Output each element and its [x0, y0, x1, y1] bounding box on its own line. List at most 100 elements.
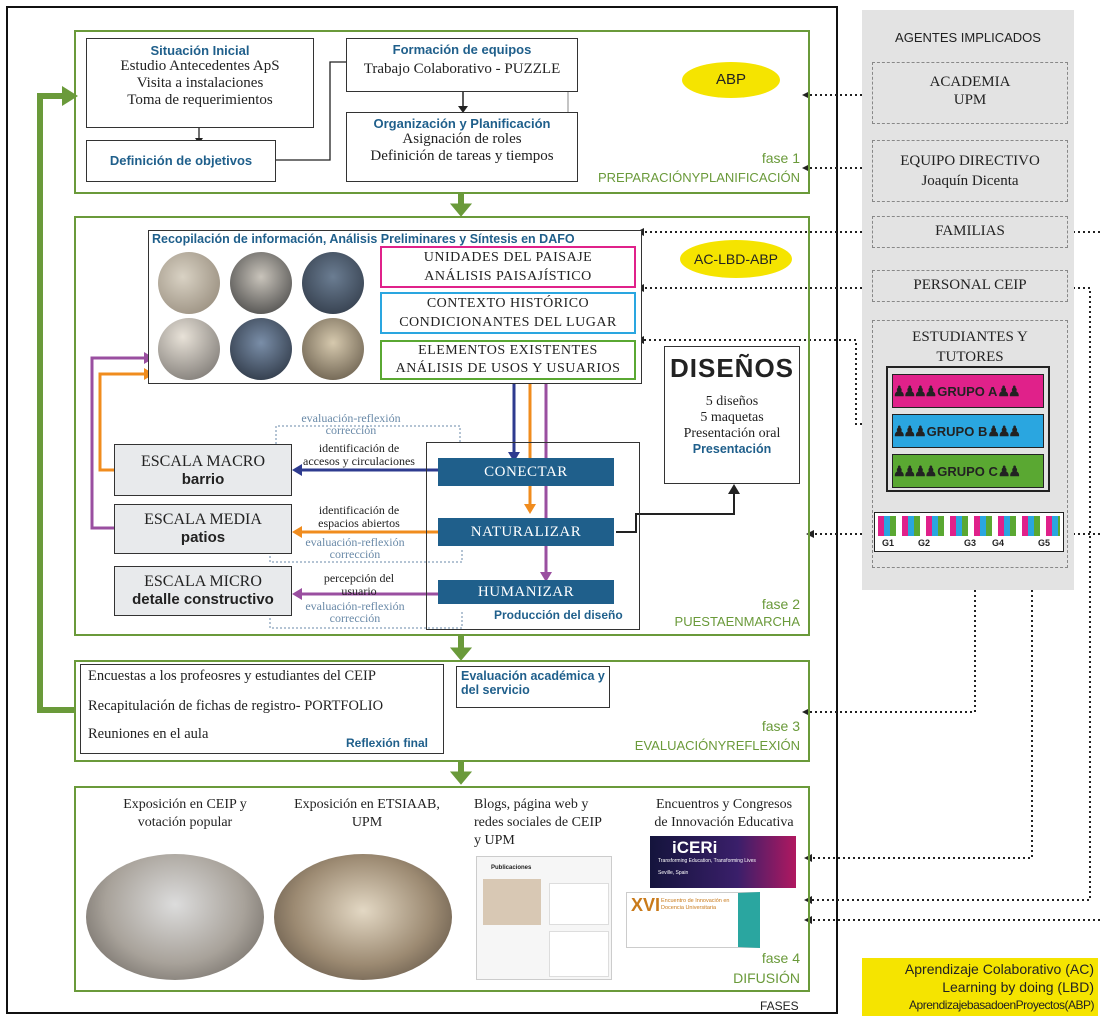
phase2-frame [74, 216, 810, 636]
col1-line-1: Exposición en CEIP y [123, 797, 247, 812]
media-line-2: patios [180, 529, 226, 546]
ident-micro-1: percepción del [323, 571, 395, 585]
recopilacion-title: Recopilación de información, Análisis Pr… [152, 232, 575, 246]
escala-macro-box: ESCALA MACRO barrio [114, 444, 292, 496]
blue-line-2: CONDICIONANTES DEL LUGAR [399, 315, 617, 330]
abp-badge: ABP [682, 62, 780, 98]
situacion-title: Situación Inicial [150, 43, 250, 58]
outer-frame [6, 6, 838, 1014]
presentacion-label: Presentación [692, 442, 772, 456]
phase3-line-1: Encuestas a los profeosres y estudiantes… [88, 668, 376, 684]
publicaciones-label: Publicaciones [491, 865, 532, 871]
legend-ac: Aprendizaje Colaborativo (AC) [904, 961, 1094, 977]
estudiantes-line-2: TUTORES [936, 349, 1004, 365]
pink-line-1: UNIDADES DEL PAISAJE [423, 250, 593, 265]
grupo-b-label: GRUPO B [926, 423, 988, 439]
ident-macro-1: identificación de [318, 441, 400, 455]
legend-abp: AprendizajebasadoenProyectos(ABP) [909, 998, 1094, 1012]
eval-media-1: evaluación-reflexión [305, 535, 405, 549]
evaluacion-line-2: del servicio [461, 683, 530, 697]
phase4-name: DIFUSIÓN [733, 970, 800, 986]
ident-media-2: espacios abiertos [318, 516, 400, 530]
photo-exposicion-ceip [86, 854, 264, 980]
col4-line-2: de Innovación Educativa [654, 815, 794, 830]
xvi-sub-1: Encuentro de Innovación en [661, 898, 730, 904]
g-label-1: G1 [882, 538, 895, 548]
organizacion-line-2: Definición de tareas y tiempos [370, 148, 554, 164]
eval-media: evaluación-reflexión corrección [280, 536, 430, 560]
photo-workshop-4 [158, 318, 220, 380]
phase4-col2: Exposición en ETSIAAB, UPM [282, 796, 452, 832]
photo-workshop-2 [230, 252, 292, 314]
blog-image-1 [483, 879, 541, 925]
escala-media-box: ESCALA MEDIA patios [114, 504, 292, 554]
formacion-title: Formación de equipos [392, 42, 532, 57]
legend-lbd: Learning by doing (LBD) [942, 979, 1094, 995]
g-label-4: G4 [992, 538, 1005, 548]
agent-directivo: EQUIPO DIRECTIVO Joaquín Dicenta [872, 140, 1068, 202]
col4-line-1: Encuentros y Congresos [655, 797, 793, 812]
eval-macro-1: evaluación-reflexión [301, 411, 401, 425]
grupo-a-icons: ♟♟♟♟ [893, 382, 937, 399]
micro-line-1: ESCALA MICRO [144, 573, 262, 590]
grupo-a-bar: ♟♟♟♟ GRUPO A ♟♟ [892, 374, 1044, 408]
photo-workshop-1 [158, 252, 220, 314]
formacion-text: Trabajo Colaborativo - PUZZLE [363, 61, 561, 77]
macro-line-2: barrio [181, 471, 225, 488]
g-label-2: G2 [918, 538, 931, 548]
grupo-a-label: GRUPO A [937, 383, 998, 399]
grupo-b-bar: ♟♟♟ GRUPO B ♟♟♟ [892, 414, 1044, 448]
ac-lbd-abp-badge: AC-LBD-ABP [680, 240, 792, 278]
eval-micro: evaluación-reflexión corrección [280, 600, 430, 624]
disenos-line-2: 5 maquetas [700, 410, 764, 425]
analysis-box-pink: UNIDADES DEL PAISAJE ANÁLISIS PAISAJÍSTI… [380, 246, 636, 288]
grupo-a-icons-2: ♟♟ [997, 382, 1020, 399]
col3-line-1: Blogs, página web y [474, 797, 589, 812]
eval-macro-2: corrección [325, 423, 377, 437]
iceri-loc: Seville, Spain [658, 870, 689, 876]
formacion-box: Formación de equipos Trabajo Colaborativ… [346, 38, 578, 92]
media-line-1: ESCALA MEDIA [144, 511, 262, 528]
g-label-3: G3 [964, 538, 977, 548]
personal-label: PERSONAL CEIP [913, 277, 1027, 293]
disenos-line-3: Presentación oral [683, 426, 781, 441]
recopilacion-box [148, 230, 642, 384]
organizacion-title: Organización y Planificación [373, 116, 551, 131]
situacion-inicial-box: Situación Inicial Estudio Antecedentes A… [86, 38, 314, 128]
grupo-b-icons-2: ♟♟♟ [987, 422, 1021, 439]
phase3-number: fase 3 [761, 718, 800, 734]
organizacion-line-1: Asignación de roles [402, 131, 522, 147]
evaluacion-line-1: Evaluación académica y [461, 669, 605, 683]
macro-line-1: ESCALA MACRO [140, 453, 266, 470]
analysis-box-blue: CONTEXTO HISTÓRICO CONDICIONANTES DEL LU… [380, 292, 636, 334]
organizacion-box: Organización y Planificación Asignación … [346, 112, 578, 182]
produccion-box [426, 442, 640, 630]
academia-line-1: ACADEMIA [929, 74, 1011, 90]
disenos-title: DISEÑOS [669, 353, 795, 383]
col3-line-2: redes sociales de CEIP [474, 815, 602, 830]
phase3-line-3: Reuniones en el aula [88, 726, 209, 742]
conectar-bar: CONECTAR [438, 458, 614, 486]
situacion-line-1: Estudio Antecedentes ApS [120, 58, 280, 74]
academia-line-2: UPM [953, 92, 987, 108]
ident-media-1: identificación de [318, 503, 400, 517]
grupo-c-bar: ♟♟♟♟ GRUPO C ♟♟ [892, 454, 1044, 488]
grupo-c-icons: ♟♟♟♟ [893, 462, 937, 479]
estudiantes-line-1: ESTUDIANTES Y [912, 329, 1028, 345]
phase2-name: PUESTAENMARCHA [674, 614, 800, 629]
pink-line-2: ANÁLISIS PAISAJÍSTICO [424, 269, 592, 284]
ident-micro: percepción del usuario [296, 572, 422, 598]
photo-workshop-5 [230, 318, 292, 380]
agents-panel [862, 10, 1074, 590]
phase4-col3: Blogs, página web y redes sociales de CE… [474, 796, 634, 850]
phase4-number: fase 4 [761, 950, 800, 966]
agent-personal-ceip: PERSONAL CEIP [872, 270, 1068, 302]
phase4-frame [74, 786, 810, 992]
directivo-line-2: Joaquín Dicenta [921, 173, 1019, 189]
groups-frame [886, 366, 1050, 492]
col3-line-3: y UPM [474, 833, 515, 848]
phase1-frame [74, 30, 810, 194]
photo-exposicion-etsiaab [274, 854, 452, 980]
ident-micro-2: usuario [341, 584, 377, 598]
fases-label: FASES [760, 999, 799, 1013]
